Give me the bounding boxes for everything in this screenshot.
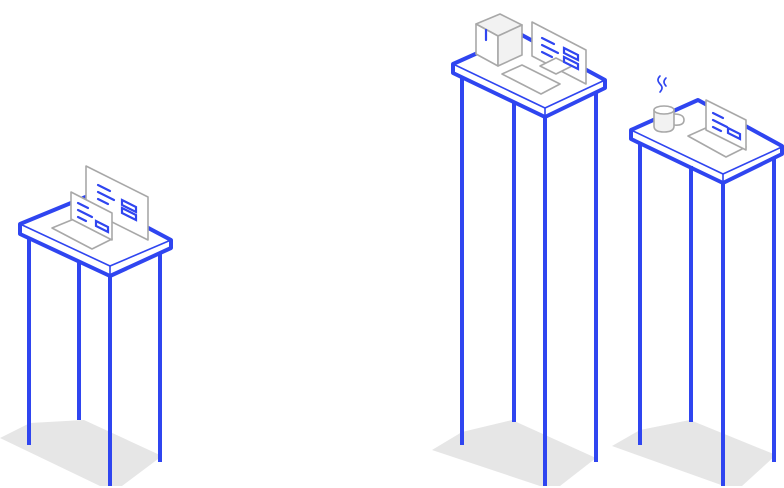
coffee-mug-icon (653, 75, 685, 133)
tall-table (432, 13, 607, 486)
laptop-icon (51, 191, 113, 250)
keyboard-icon (501, 64, 561, 95)
tall-table-shadow (432, 420, 596, 486)
monitor-icon (531, 21, 587, 85)
medium-table-shadow (612, 420, 776, 486)
computer-tower-icon (475, 13, 523, 67)
short-table-shadow (0, 420, 162, 486)
steam-icon (657, 75, 667, 93)
medium-table (612, 75, 784, 486)
laptop-icon (687, 99, 747, 158)
monitor-icon (85, 165, 149, 241)
short-table (0, 165, 173, 486)
